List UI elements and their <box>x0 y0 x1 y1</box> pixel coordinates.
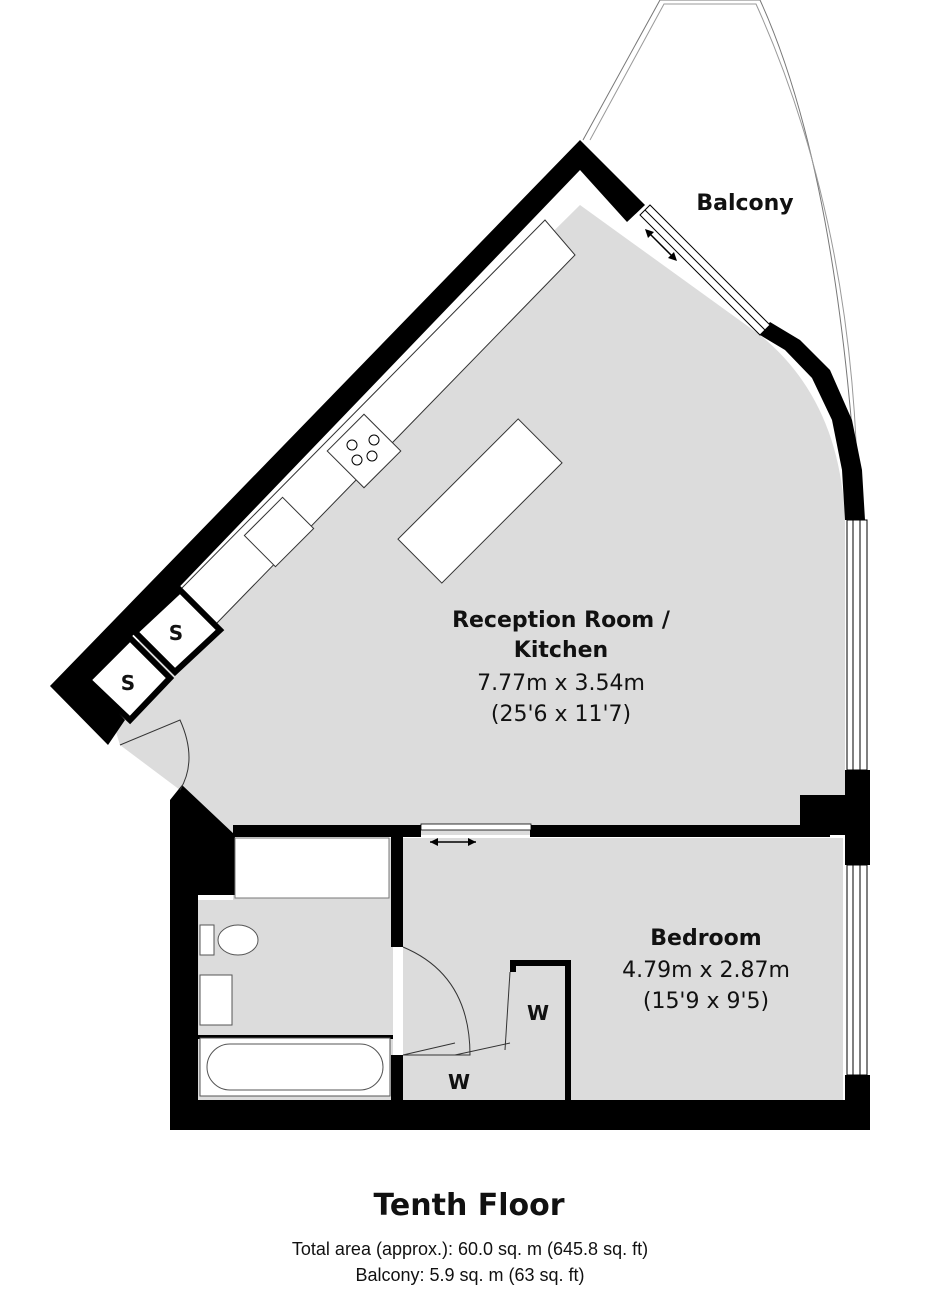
bedroom-imperial: (15'9 x 9'5) <box>643 989 769 1014</box>
basin-icon <box>199 974 233 1026</box>
storage-label-2: S <box>169 621 183 645</box>
bedroom-name: Bedroom <box>650 926 761 951</box>
balcony-door-arrow-icon <box>645 229 677 261</box>
kitchen-sink-icon <box>243 496 315 568</box>
wardrobe-doors <box>402 971 511 1056</box>
shower-icon <box>234 837 390 899</box>
balcony-label: Balcony <box>696 191 793 216</box>
reception-name-line2: Kitchen <box>514 638 608 663</box>
total-area: Total area (approx.): 60.0 sq. m (645.8 … <box>292 1239 648 1259</box>
storage-label-1: S <box>121 671 135 695</box>
hob-icon <box>326 413 402 489</box>
balcony-area: Balcony: 5.9 sq. m (63 sq. ft) <box>355 1265 584 1285</box>
entrance-door <box>119 719 190 791</box>
wardrobe-label-1: W <box>527 1001 549 1025</box>
toilet-icon <box>217 924 259 956</box>
bathroom-fixtures <box>199 837 391 1097</box>
windows <box>639 204 868 1076</box>
reception-imperial: (25'6 x 11'7) <box>491 702 631 727</box>
reception-name-line1: Reception Room / <box>452 608 671 633</box>
floor-title: Tenth Floor <box>373 1188 564 1223</box>
sliding-door-arrow-icon <box>420 823 532 846</box>
storage-cupboards <box>83 585 225 725</box>
bathroom-door <box>402 946 471 1056</box>
bedroom-metric: 4.79m x 2.87m <box>622 958 790 983</box>
wardrobe-label-2: W <box>448 1070 470 1094</box>
kitchen-island <box>397 418 563 584</box>
walls <box>50 140 870 1130</box>
reception-metric: 7.77m x 3.54m <box>477 671 645 696</box>
